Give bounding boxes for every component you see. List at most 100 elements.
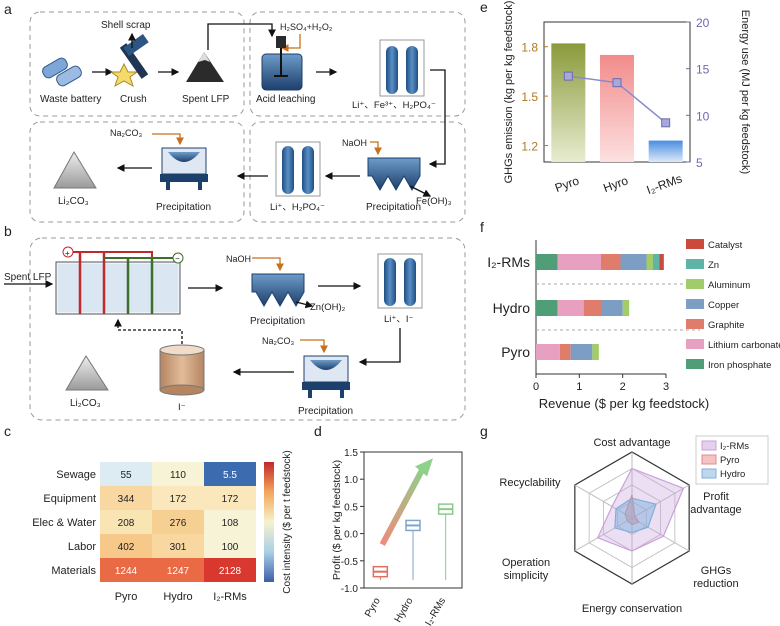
panel-b-letter: b — [4, 223, 12, 239]
revenue-legend-swatch — [686, 279, 704, 289]
ions-b-label: Li⁺、I⁻ — [384, 314, 414, 325]
revenue-stack-segment — [570, 344, 593, 360]
revenue-stack-segment — [653, 254, 660, 270]
panel-b: b Spent LFP + − NaOH Zn(OH)₂ Precipitati… — [4, 223, 466, 421]
precipitation-reactor-icon-2 — [302, 355, 350, 398]
shell-scrap-label: Shell scrap — [101, 20, 151, 31]
ghg-left-tick-label: 1.5 — [521, 90, 538, 104]
heatmap-cell — [100, 534, 152, 558]
panel-c-letter: c — [4, 423, 11, 439]
revenue-stack-segment — [557, 254, 601, 270]
arrow-column-to-precip — [428, 69, 446, 168]
heatmap-cell-value: 301 — [170, 542, 187, 553]
heatmap-cell — [152, 462, 204, 486]
arrow-na2co3-a — [152, 133, 184, 146]
ghg-left-tick-label: 1.8 — [521, 41, 538, 55]
revenue-legend-swatch — [686, 299, 704, 309]
ion-column-icon-1 — [379, 39, 425, 97]
revenue-stack-segment — [659, 254, 664, 270]
energy-point — [563, 71, 573, 81]
revenue-stack-segment — [559, 344, 571, 360]
ghg-category-label: Pyro — [553, 173, 581, 195]
spent-lfp-label-b: Spent LFP — [4, 272, 52, 283]
precipitation-b2-label: Precipitation — [298, 406, 353, 417]
li2co3-mountain-icon-a — [53, 151, 97, 189]
heatmap-row-label: Materials — [51, 565, 96, 577]
heatmap-row-label: Sewage — [56, 469, 96, 481]
ghg-left-tick-label: 1.2 — [521, 140, 538, 154]
profit-plot-frame — [363, 451, 463, 589]
heatmap-column-label: Hydro — [163, 591, 192, 603]
revenue-x-tick-label: 1 — [576, 381, 582, 393]
revenue-legend-label: Copper — [708, 300, 739, 311]
ghg-bar — [648, 140, 683, 162]
iodide-barrel-icon — [159, 344, 205, 396]
ions-2-label: Li⁺、H₂PO₄⁻ — [270, 202, 325, 213]
revenue-stack-segment — [536, 254, 558, 270]
revenue-category-label: Hydro — [493, 300, 531, 316]
panel-g-letter: g — [480, 423, 488, 439]
heatmap-cell-value: 172 — [222, 494, 239, 505]
revenue-legend-label: Aluminum — [708, 280, 750, 291]
heatmap-cell-value: 2128 — [219, 566, 242, 577]
revenue-legend-label: Catalyst — [708, 240, 743, 251]
radar-legend-swatch — [701, 454, 717, 465]
heatmap-cell — [204, 486, 256, 510]
panel-d-letter: d — [314, 423, 322, 439]
revenue-stack-segment — [601, 254, 621, 270]
energy-point — [612, 78, 622, 88]
heatmap-cell — [152, 558, 204, 582]
h2so4-h2o2-label: H₂SO₄+H₂O₂ — [280, 22, 333, 32]
profit-y-axis-label: Profit ($ per kg feedstock) — [331, 460, 343, 580]
revenue-legend-label: Iron phosphate — [708, 360, 771, 371]
panel-f-letter: f — [480, 219, 484, 235]
ghg-category-label: I₂-RMs — [645, 171, 684, 197]
profit-trend-arrowhead — [415, 458, 433, 477]
heatmap-column-label: I₂-RMs — [213, 591, 247, 603]
heatmap-row-label: Labor — [68, 541, 96, 553]
heatmap-cell-value: 1247 — [167, 566, 190, 577]
revenue-legend-swatch — [686, 359, 704, 369]
radar-axis-label: Cost advantage — [593, 437, 670, 449]
revenue-stack-segment — [622, 300, 630, 316]
li2co3-label-a: Li₂CO₃ — [58, 196, 89, 207]
profit-category-label: Pyro — [363, 596, 383, 620]
arrow-reagent — [280, 34, 301, 52]
profit-y-tick-label: -0.5 — [341, 557, 359, 568]
radar-legend-label: I₂-RMs — [720, 441, 749, 452]
heatmap-colorbar — [264, 462, 274, 582]
arrow-naoh-a — [370, 141, 382, 156]
precipitation-2-label: Precipitation — [156, 202, 211, 213]
box-leaching — [249, 11, 466, 117]
cathode-minus-label: − — [175, 254, 180, 263]
revenue-stack-segment — [583, 300, 601, 316]
heatmap-column-label: Pyro — [115, 591, 138, 603]
ghg-category-label: Hyro — [601, 173, 630, 195]
heatmap-cell-value: 108 — [222, 518, 239, 529]
heatmap-cell — [204, 510, 256, 534]
heatmap-cell — [152, 534, 204, 558]
revenue-stack-segment — [601, 300, 623, 316]
spent-lfp-label: Spent LFP — [182, 94, 230, 105]
profit-trend-arrow — [379, 466, 426, 546]
ghg-bar — [600, 54, 634, 162]
radar-legend-swatch — [701, 468, 717, 479]
ghg-y-axis-label: GHGs emission (kg per kg feedstock) — [503, 1, 515, 184]
panel-e-letter: e — [480, 0, 488, 15]
revenue-legend-label: Zn — [708, 260, 719, 271]
na2co3-label-a: Na₂CO₃ — [110, 128, 142, 138]
revenue-stack-segment — [536, 344, 560, 360]
waste-battery-icon — [42, 57, 82, 87]
ions-1-label: Li⁺、Fe³⁺、H₂PO₄⁻ — [352, 100, 436, 111]
precipitation-1-label: Precipitation — [366, 202, 421, 213]
precipitation-reactor-icon-1 — [160, 147, 208, 190]
heatmap-cell — [204, 462, 256, 486]
profit-y-tick-label: 1.0 — [344, 475, 358, 486]
radar-axis-label: Recyclability — [499, 477, 561, 489]
energy-right-tick-label: 10 — [696, 109, 710, 123]
revenue-stack-segment — [536, 300, 558, 316]
znoh2-label: Zn(OH)₂ — [310, 302, 346, 313]
